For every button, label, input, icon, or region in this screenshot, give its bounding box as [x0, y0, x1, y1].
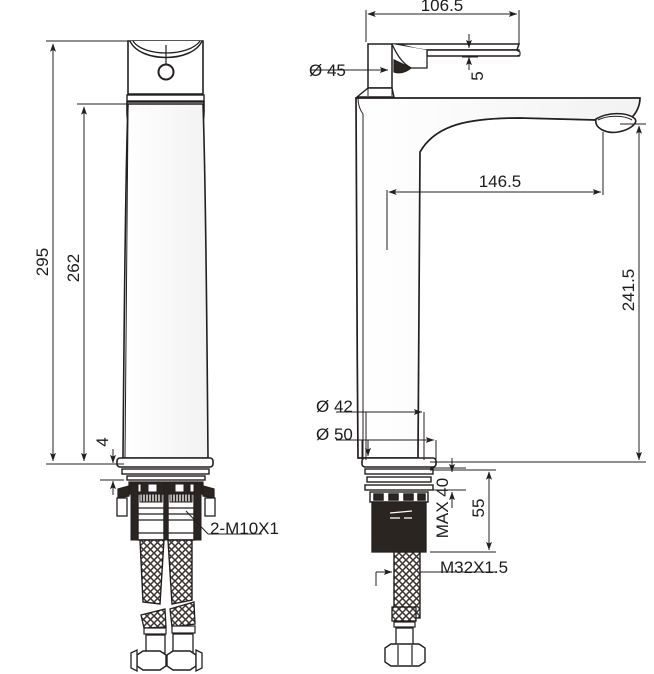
dim-inlet-thread-note: 2-M10X1	[210, 519, 279, 538]
side-view-dimension-lines	[310, 10, 646, 600]
dim-spout-projection: 146.5	[479, 172, 522, 191]
side-handle-lever	[355, 43, 521, 98]
side-hose-end-fitting	[384, 606, 426, 667]
dim-overall-height: 295	[33, 248, 52, 276]
front-twin-inlet-shanks	[130, 483, 202, 541]
side-view-geometry	[355, 43, 641, 667]
dim-handle-diameter: Ø 45	[309, 61, 346, 80]
front-handle-collar	[126, 94, 205, 102]
side-body-and-spout	[355, 97, 641, 459]
front-base-plate-stack	[116, 457, 214, 481]
dim-body-height: 262	[64, 254, 83, 282]
dim-handle-reach: 106.5	[421, 0, 464, 15]
front-handle-cap	[127, 40, 204, 95]
front-view-geometry	[116, 40, 216, 673]
side-spout-outlet	[595, 112, 637, 134]
front-view-dimension-labels: 295 262 4 2-M10X1	[33, 248, 279, 538]
dim-lever-thickness: 5	[468, 71, 487, 80]
dim-max-deck-thickness: MAX 40	[433, 478, 452, 538]
dim-base-plate-diameter: Ø 50	[316, 425, 353, 444]
side-base-plate-stack	[361, 457, 437, 503]
dim-washer-thickness: 4	[93, 437, 112, 446]
dim-spout-height: 241.5	[619, 269, 638, 312]
front-braided-hoses	[139, 539, 193, 605]
side-view-dimension-labels: 106.5 Ø 45 5 146.5 241.5 Ø 42 Ø 50 MAX 4…	[309, 0, 638, 577]
dim-shank-length: 55	[469, 499, 488, 518]
front-column-body	[122, 103, 209, 459]
front-hose-end-fittings	[130, 601, 203, 673]
dim-shank-thread: M32X1.5	[440, 558, 508, 577]
side-threaded-shank	[371, 501, 427, 553]
front-view-dimension-lines	[46, 40, 262, 535]
dim-body-base-diameter: Ø 42	[316, 397, 353, 416]
